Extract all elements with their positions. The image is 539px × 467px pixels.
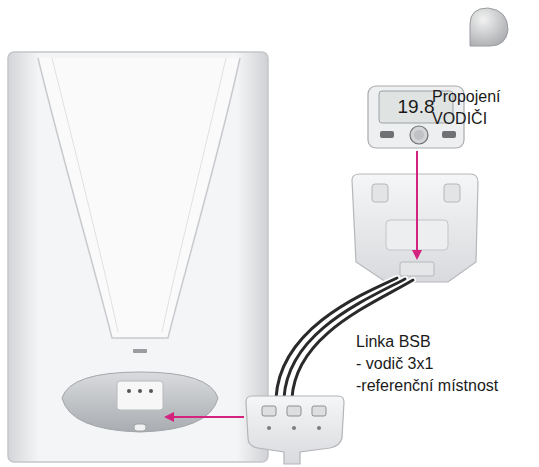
plug-arrow: [166, 416, 244, 418]
room-sensor: [470, 8, 508, 46]
wall-base: [352, 174, 478, 282]
cable-note: Linka BSB - vodič 3x1 -referenční místno…: [356, 331, 534, 397]
boiler: [8, 52, 268, 462]
temperature-reading: 19.8: [398, 96, 435, 118]
connection-module: [246, 396, 344, 464]
mount-arrow: [416, 151, 418, 258]
connection-note: Propojení VODIČI: [432, 86, 516, 130]
